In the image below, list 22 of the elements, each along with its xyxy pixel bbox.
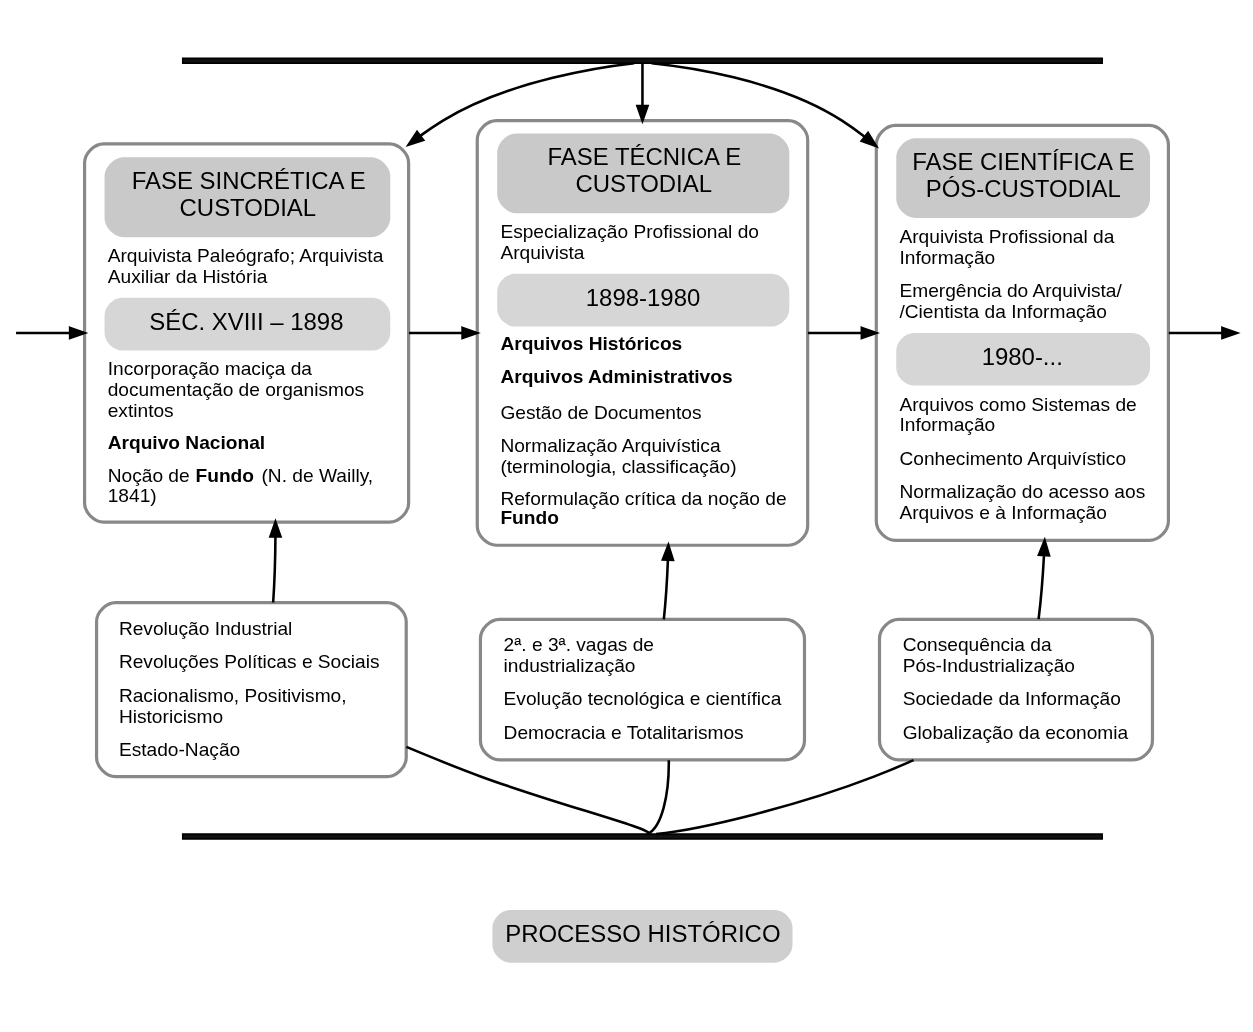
arrow [1168, 325, 1241, 340]
arrow [405, 61, 635, 147]
arrow [408, 325, 481, 340]
node-box: FASE CIENTÍFICA E PÓS-CUSTODIAL Arquivista Profissional da Informação Emergência do Arquivista/ /Cientista da Informação 1980-... Arquivos como Sistemas de Informação Conhecimento Arquivístico Normalização do acesso aos Arquivos e à Informação [874, 123, 1170, 542]
arrow [807, 325, 881, 340]
node-box: Revolução Industrial Revoluções Políticas e Sociais Racionalismo, Positivismo, Historicismo Estado-Nação [94, 600, 408, 778]
node-box: Consequência da Pós-Industrialização Sociedade da Informação Globalização da economia [877, 617, 1155, 761]
connector [646, 759, 671, 835]
arrow [16, 325, 89, 340]
arrow [1037, 536, 1051, 619]
connector [655, 758, 915, 835]
node-box: PROCESSO HISTÓRICO [492, 909, 793, 963]
node-box: FASE TÉCNICA E CUSTODIAL Especialização Profissional do Arquivista 1898-1980 Arquivos Históricos Arquivos Administrativos Gestão de Documentos Normalização Arquivística (terminologia, classificação) Reformulação crítica da noção de Fundo [475, 118, 810, 547]
arrow [661, 540, 675, 620]
arrow [651, 61, 880, 148]
arrow [635, 63, 650, 124]
node-box: FASE SINCRÉTICA E CUSTODIAL Arquivista Paleógrafo; Arquivista Auxiliar da História SÉC. XVIII – 1898 Incorporação maciça da documentação de organismos extintos Arquivo Nacional Noção de Fundo (N. de Wailly, 1841) [83, 141, 411, 524]
node-bar [181, 57, 1103, 64]
connector [405, 745, 650, 835]
node-box: 2ª. e 3ª. vagas de industrialização Evolução tecnológica e científica Democracia e Totalitarismos [478, 617, 807, 761]
node-bar [181, 832, 1103, 840]
arrow [268, 517, 283, 603]
